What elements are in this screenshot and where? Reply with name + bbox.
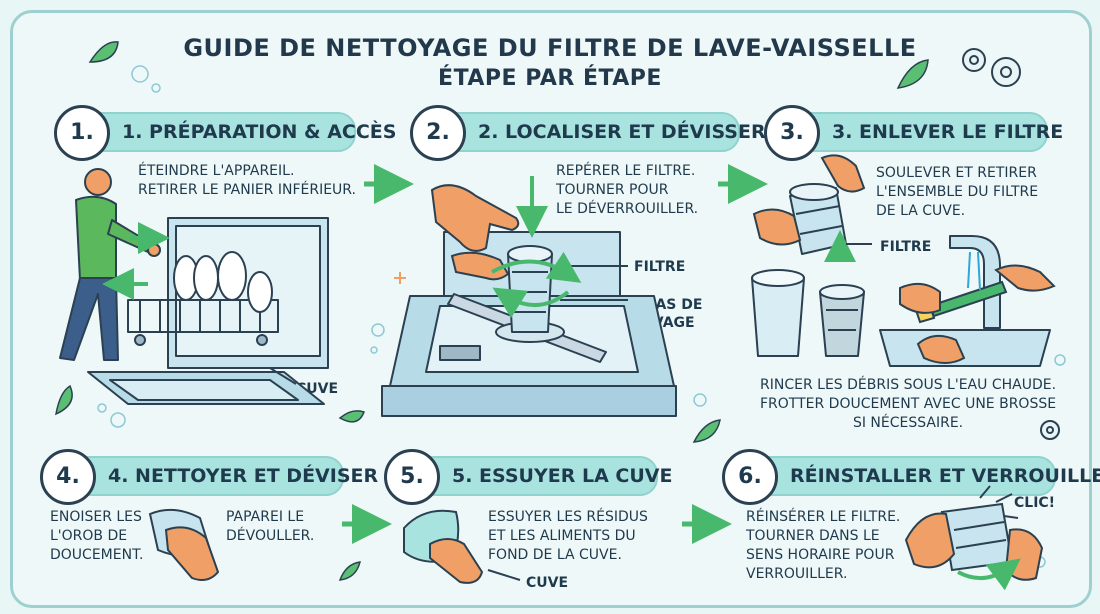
arrow-right-icon (102, 222, 170, 300)
step-6-header: 6. RÉINSTALLER ET VERROUILLER (722, 449, 1100, 505)
faucet-water (967, 251, 981, 291)
step-2-label: 2. LOCALISER ET DÉVISSER (478, 121, 766, 143)
leaf-icon (338, 410, 365, 423)
hand-icon (164, 526, 220, 581)
step-6-label: RÉINSTALLER ET VERROUILLER (790, 465, 1100, 487)
leaf-icon (692, 419, 721, 443)
step-1-illustration (59, 168, 329, 405)
callout-clic: CLIC! (1014, 495, 1056, 511)
step-2-illustration (381, 231, 677, 417)
step-1-number: 1. (54, 105, 110, 161)
step-2-header: 2. 2. LOCALISER ET DÉVISSER (410, 105, 766, 161)
leaf-icon (896, 59, 929, 89)
callout-cuve-5: CUVE (526, 575, 569, 591)
step-1-header: 1. 1. PRÉPARATION & ACCÈS (54, 105, 396, 161)
arrow-right-icon (342, 164, 768, 544)
callout-filtre-2: FILTRE (634, 259, 686, 275)
callout-line (487, 569, 521, 581)
step-4-label: 4. NETTOYER ET DÉVISER (108, 465, 379, 487)
leaf-icon (88, 41, 119, 63)
rotate-arrow-icon (957, 558, 1021, 591)
rotate-arrow-icon (491, 251, 582, 319)
gear-icon (962, 48, 1060, 440)
step-3-number: 3. (764, 105, 820, 161)
step-3-rinse-text: RINCER LES DÉBRIS SOUS L'EAU CHAUDE. FRO… (760, 377, 1057, 431)
hand-icon (752, 154, 866, 246)
step-1-text: ÉTEINDRE L'APPAREIL. RETIRER LE PANIER I… (138, 163, 356, 198)
step-4-text: ENOISER LES L'OROB DE DOUCEMENT. (50, 509, 144, 563)
callout-filtre-3: FILTRE (880, 239, 932, 255)
page-title: GUIDE DE NETTOYAGE DU FILTRE DE LAVE-VAI… (183, 34, 917, 62)
step-2-number: 2. (410, 105, 466, 161)
sparkle-icon (394, 272, 406, 284)
step-3-label: 3. ENLEVER LE FILTRE (832, 121, 1064, 143)
step-2-text: REPÉRER LE FILTRE. TOURNER POUR LE DÉVER… (556, 163, 699, 217)
step-3-header: 3. 3. ENLEVER LE FILTRE (764, 105, 1063, 161)
step-4-text-2: PAPAREI LE DÉVOULLER. (226, 509, 315, 544)
step-5-text: ESSUYER LES RÉSIDUS ET LES ALIMENTS DU F… (488, 509, 648, 563)
step-1-label: 1. PRÉPARATION & ACCÈS (122, 121, 397, 143)
step-3-text: SOULEVER ET RETIRER L'ENSEMBLE DU FILTRE… (876, 165, 1039, 219)
step-4-header: 4. 4. NETTOYER ET DÉVISER (40, 449, 378, 505)
step-5-number: 5. (384, 449, 440, 505)
leaf-icon (338, 561, 361, 581)
step-6-number: 6. (722, 449, 778, 505)
hand-icon (429, 538, 484, 584)
page-subtitle: ÉTAPE PAR ÉTAPE (438, 66, 662, 91)
step-5-header: 5. 5. ESSUYER LA CUVE (384, 449, 672, 505)
step-4-number: 4. (40, 449, 96, 505)
hand-icon (899, 264, 1056, 364)
leaf-icon (55, 384, 73, 416)
step-5-label: 5. ESSUYER LA CUVE (452, 465, 673, 487)
step-6-text: RÉINSÉRER LE FILTRE. TOURNER DANS LE SEN… (746, 509, 901, 582)
